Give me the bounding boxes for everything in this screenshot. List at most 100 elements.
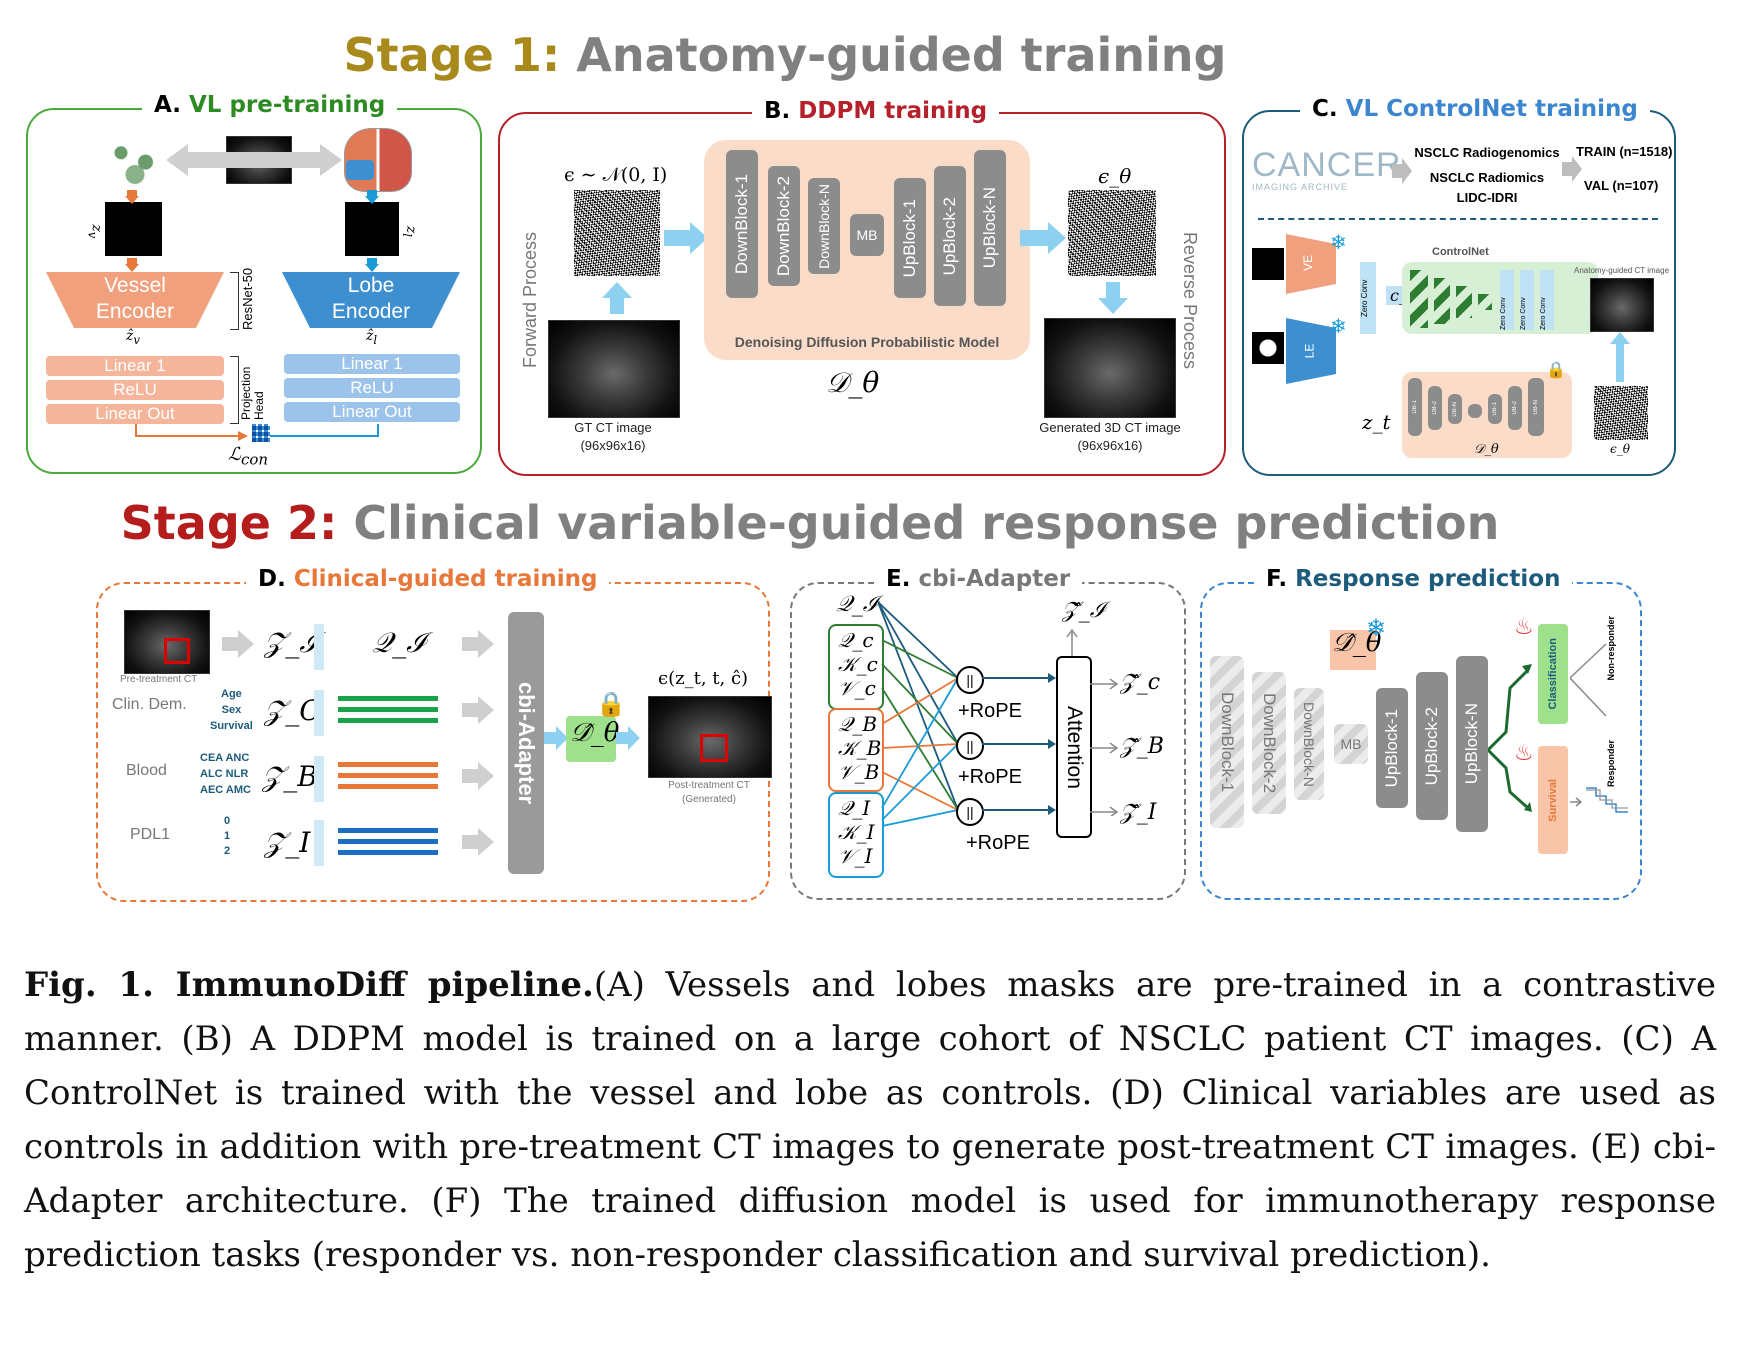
zhat-v-label: ẑv [126, 328, 140, 347]
panel-e-title: E. cbi-Adapter [874, 566, 1083, 592]
right-arrow-icon [462, 828, 494, 856]
loss-label: ℒcon [228, 444, 269, 469]
stage1-rest: Anatomy-guided training [576, 28, 1227, 82]
double-arrow-icon [166, 144, 342, 176]
f-upblock-1: UpBlock-1 [1376, 688, 1408, 808]
z-out-c: 𝒵̂_c [1120, 670, 1161, 695]
clin-vars: Age Sex Survival [210, 688, 253, 732]
right-arrow-icon [462, 696, 494, 724]
z-out-b: 𝒵̂_B [1120, 734, 1164, 759]
z-img-label: 𝒵_ℐ [264, 626, 319, 659]
zero-conv-3: Zero Conv [1520, 270, 1534, 330]
panel-d-title: D. Clinical-guided training [246, 566, 610, 592]
left-relu: ReLU [46, 380, 224, 400]
token-bar-3 [314, 756, 324, 802]
right-arrow-icon [1020, 222, 1066, 254]
tumor-box [164, 638, 190, 664]
survival-head: Survival [1538, 746, 1568, 854]
downblock-n: DownBlock-N [808, 178, 840, 274]
v-c: 𝒱_c [838, 676, 876, 700]
cbi-adapter-block: cbi-Adapter [508, 612, 544, 874]
concat-node-1: || [956, 666, 984, 694]
concat-node-3: || [956, 798, 984, 826]
mini-db-1: DB-1 [1408, 378, 1422, 436]
middle-block: MB [850, 214, 884, 256]
right-linearout: Linear Out [284, 402, 460, 422]
f-downblock-n: DownBlock-N [1294, 688, 1324, 800]
to-attention-wires [982, 673, 1056, 815]
d-hat-label: 𝒟̂_θ [570, 718, 620, 748]
mini-ub-n: UB-N [1528, 378, 1544, 436]
z-i-label: 𝒵_I [264, 826, 311, 859]
q-top-label: 𝒬_ℐ [836, 592, 879, 617]
pdl1-label: PDL1 [130, 826, 171, 843]
k-i: 𝒦_I [838, 820, 875, 844]
snowflake-icon: ❄ [1330, 316, 1347, 338]
ve-encoder [1286, 234, 1336, 294]
cross-attention-wires [878, 601, 959, 827]
loss-connectors [135, 424, 379, 441]
classification-head: Classification [1538, 624, 1568, 724]
upblock-n: UpBlock-N [974, 150, 1006, 306]
branch-arrows [1488, 664, 1532, 812]
gen-size: (96x96x16) [1077, 438, 1143, 453]
noise-image [574, 190, 660, 276]
non-responder-label: Non-responder [1606, 616, 1616, 681]
down-arrow-icon [1098, 282, 1128, 314]
cn-block-3 [1456, 286, 1472, 318]
upblock-1: UpBlock-1 [894, 178, 926, 298]
output-label: ϵ(z_t, t, ĉ) [658, 668, 749, 689]
d-theta-c-label: 𝒟_θ [1474, 442, 1499, 457]
f-downblock-2: DownBlock-2 [1252, 672, 1286, 814]
blood-vars: CEA ANC ALC NLR AEC AMC [200, 752, 251, 796]
d-hat-f-box [1330, 630, 1376, 670]
zero-conv-4: Zero Conv [1540, 270, 1554, 330]
proj-bracket [230, 356, 239, 424]
right-arrow-icon [462, 762, 494, 790]
d-theta-label: 𝒟_θ [826, 366, 880, 399]
panel-c-title: C. VL ControlNet training [1300, 96, 1650, 122]
left-linear1: Linear 1 [46, 356, 224, 376]
caption-text: (A) Vessels and lobes masks are pre-trai… [24, 965, 1716, 1275]
gen-label: Generated 3D CT image [1039, 420, 1181, 435]
cn-block-2 [1434, 278, 1450, 324]
post-tumor-box [700, 734, 728, 762]
resnet-bracket [230, 272, 239, 330]
up-arrow-icon [602, 282, 632, 314]
snowflake-icon: ❄ [1366, 615, 1387, 642]
cancer-archive-logo: CANCER IMAGING ARCHIVE [1252, 146, 1402, 192]
f-downblock-1: DownBlock-1 [1210, 656, 1244, 828]
responder-label: Responder [1606, 740, 1616, 788]
d-hat-f-label: 𝒟̂_θ [1332, 628, 1382, 658]
vessel-encoder-label: Vessel Encoder [95, 274, 175, 323]
pdl1-vars: 0 1 2 [224, 815, 231, 857]
anatomy-ct-image [1590, 278, 1654, 332]
c-noise-image [1594, 386, 1648, 440]
zero-conv-1: Zero Conv [1360, 262, 1376, 334]
k-c: 𝒦_c [838, 652, 878, 676]
zhat-l-label: ẑl [366, 328, 378, 347]
f-mb: MB [1334, 724, 1368, 764]
stage1-prefix: Stage 1: [343, 28, 561, 82]
vessel-input-image [1252, 248, 1284, 280]
fork-lines [1570, 643, 1607, 717]
survival-curve-icon [1570, 787, 1628, 813]
zero-conv-2: Zero Conv [1500, 270, 1514, 330]
mini-mb [1468, 404, 1482, 418]
eps-theta-noise [1068, 190, 1156, 276]
forward-process-label: Forward Process [520, 231, 540, 368]
panel-b-title: B. DDPM training [752, 98, 1000, 124]
dashed-divider [1258, 218, 1658, 220]
lobe-encoder [282, 272, 460, 328]
arrow-icon [365, 258, 379, 272]
z-v-label: zv [85, 224, 105, 239]
ve-label: VE [1301, 254, 1316, 272]
right-linear1: Linear 1 [284, 354, 460, 374]
f-upblock-2: UpBlock-2 [1416, 672, 1448, 820]
lock-icon: 🔒 [1546, 362, 1566, 379]
controlnet-label: ControlNet [1432, 246, 1489, 258]
q-b: 𝒬_B [838, 712, 878, 736]
panel-f-title: F. Response prediction [1254, 566, 1573, 592]
gt-size: (96x96x16) [580, 438, 646, 453]
right-arrow-icon [664, 222, 708, 254]
